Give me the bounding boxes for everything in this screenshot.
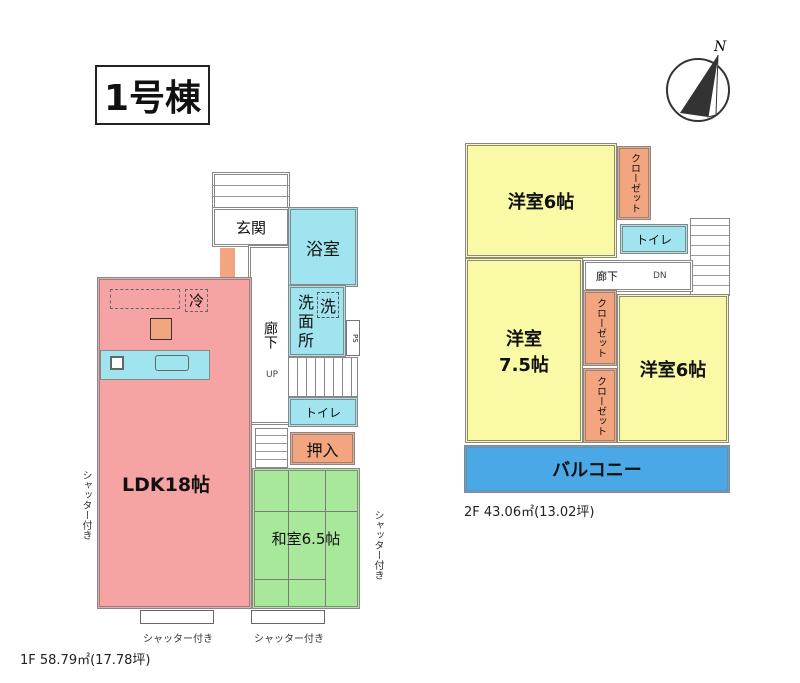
fridge-label: 冷 [185,289,209,312]
western-room-right-label: 洋室6帖 [639,359,707,381]
compass-north-icon: N [666,39,730,122]
western-room-left: 洋室 7.5帖 [465,258,583,443]
pipe-space-label: PS [351,333,359,343]
shoe-storage [220,248,235,278]
building-title: 1号棟 [95,65,210,125]
closet-top: クローゼット [617,146,651,220]
closet-top-label: クローゼット [628,153,640,213]
western-room-right: 洋室6帖 [617,294,729,443]
shutter-label-right: シャッター付き [372,510,383,580]
range-hood-icon [150,318,172,340]
hallway-2f-label: 廊下 [596,270,618,283]
closet-middle-label: クローゼット [594,298,606,358]
toilet-2f: トイレ [620,224,688,254]
stairs-down-mark: DN [653,271,667,281]
balcony: バルコニー [464,445,730,493]
closet-bottom: クローゼット [583,368,617,443]
genkan-label: 玄関 [235,218,266,237]
bathroom: 浴室 [288,207,358,287]
floor2-caption: 2F 43.06㎡(13.02坪) [464,505,595,520]
closet-bottom-label: クローゼット [594,375,606,436]
compass-label: N [713,39,727,55]
shutter-label-ldk: シャッター付き [143,634,213,645]
floor1-plan: 玄関 廊下 浴室 洗面所 洗 PS UP トイレ 押入 LDK18帖 冷 和室6… [20,172,383,668]
toilet-1f-label: トイレ [304,405,341,420]
floor1-caption: 1F 58.79㎡(17.78坪) [20,653,151,668]
genkan: 玄関 [212,207,290,247]
stove-icon [110,356,124,370]
western-room-top-label: 洋室6帖 [507,191,575,213]
toilet-2f-label: トイレ [635,232,672,247]
washroom: 洗面所 洗 [288,285,346,357]
toilet-1f: トイレ [288,397,358,427]
hallway-2f: 廊下 DN [583,260,693,292]
shutter-label-washitsu: シャッター付き [254,634,324,645]
pipe-space: PS [346,320,360,356]
hallway-1f: 廊下 [248,245,292,425]
washitsu-room: 和室6.5帖 [252,468,360,609]
washer-label: 洗 [316,292,339,318]
closet-middle: クローゼット [583,290,617,366]
western-room-left-label-1: 洋室 [506,328,542,350]
washroom-label: 洗面所 [297,292,314,350]
western-room-top: 洋室6帖 [465,143,617,258]
shutter-box-ldk [140,610,214,624]
stairs-up-mark: UP [266,370,279,380]
shutter-label-left: シャッター付き [80,470,91,540]
floor2-plan: 洋室6帖 クローゼット トイレ 廊下 DN 洋室 7.5帖 クローゼット クロー… [400,0,800,683]
oshiire-label: 押入 [306,440,339,460]
counter-dotted [110,289,180,309]
stairs-1f[interactable] [288,357,358,397]
washitsu-label: 和室6.5帖 [271,530,341,548]
oshiire: 押入 [290,432,355,465]
western-room-left-label-2: 7.5帖 [499,354,549,376]
ldk-label: LDK18帖 [122,474,211,496]
bathroom-label: 浴室 [306,239,340,260]
stairs-2f[interactable] [690,218,730,296]
entrance-porch [212,172,290,210]
balcony-label: バルコニー [552,460,642,481]
sink-icon [155,355,189,371]
hallway-1f-label: 廊下 [262,321,278,349]
ldk-room: LDK18帖 冷 [97,277,252,609]
shutter-box-washitsu [251,610,325,624]
back-stairs-area [255,428,288,468]
